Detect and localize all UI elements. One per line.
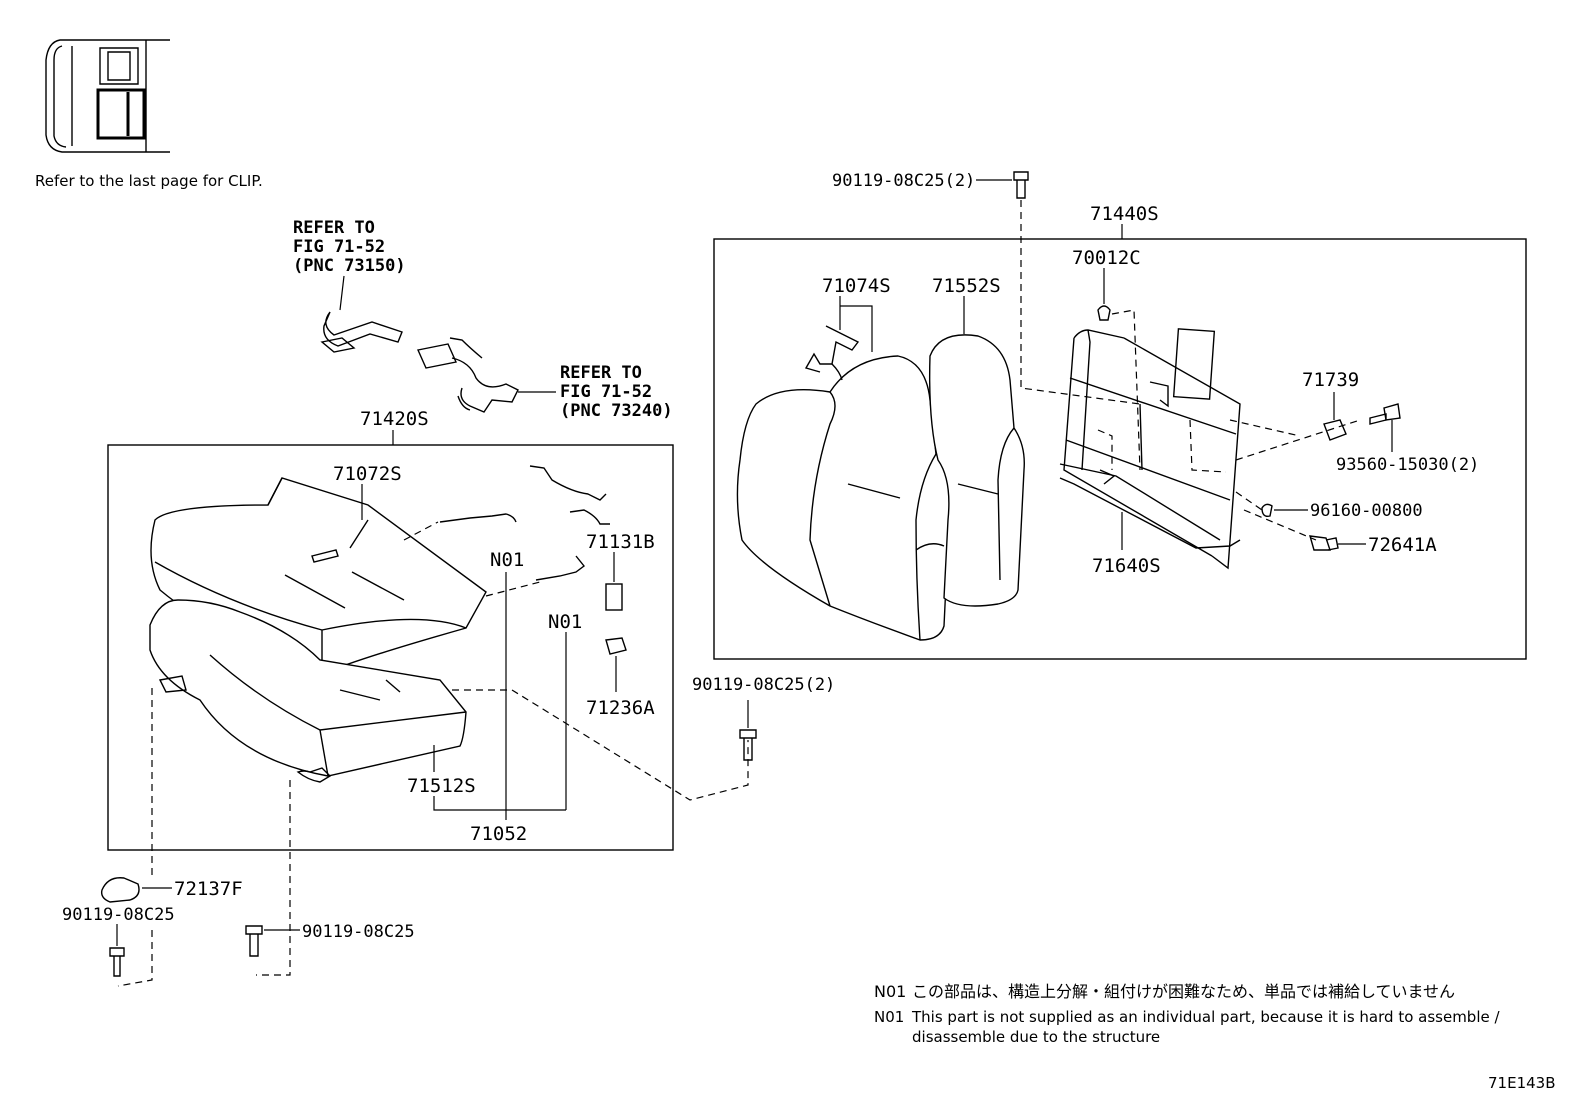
part-96160 bbox=[1261, 503, 1273, 518]
n01-jp-text: この部品は、構造上分解・組付けが困難なため、単品では補給していません bbox=[912, 982, 1455, 1001]
seatback-assembly-frame bbox=[713, 238, 1527, 660]
label-71440S: 71440S bbox=[1090, 203, 1159, 225]
vehicle-location-thumbnail bbox=[45, 39, 170, 153]
svg-text:(PNC 73150): (PNC 73150) bbox=[293, 256, 406, 276]
cushion-leg-bracket-front bbox=[158, 675, 187, 693]
seatback-cover bbox=[736, 355, 951, 641]
cushion-assembly-frame bbox=[107, 444, 674, 851]
svg-text:REFER TO: REFER TO bbox=[560, 363, 642, 383]
label-72137F: 72137F bbox=[174, 878, 243, 900]
label-93560: 93560-15030(2) bbox=[1336, 455, 1479, 475]
label-bolt-b: 90119-08C25 bbox=[302, 922, 415, 942]
label-bolt-c: 90119-08C25(2) bbox=[692, 675, 835, 695]
label-bolt-d: 90119-08C25(2) bbox=[832, 171, 975, 191]
part-72641A bbox=[1309, 535, 1339, 551]
clip-note: Refer to the last page for CLIP. bbox=[35, 172, 263, 190]
figure-code: 71E143B bbox=[1488, 1074, 1556, 1092]
part-71739 bbox=[1323, 419, 1347, 441]
label-71072S: 71072S bbox=[333, 463, 402, 485]
bolt-top bbox=[1013, 171, 1029, 199]
n01-en-line2: disassemble due to the structure bbox=[912, 1028, 1160, 1046]
seatbelt-part bbox=[320, 311, 519, 413]
svg-text:(PNC 73240): (PNC 73240) bbox=[560, 401, 673, 421]
label-71420S: 71420S bbox=[360, 408, 429, 430]
n01-jp-tag: N01 bbox=[874, 982, 906, 1001]
part-71131B bbox=[605, 583, 623, 611]
svg-text:REFER TO: REFER TO bbox=[293, 218, 375, 238]
label-N01-a: N01 bbox=[490, 549, 524, 571]
refer-block-73150: REFER TO FIG 71-52 (PNC 73150) bbox=[293, 218, 406, 276]
label-71236A: 71236A bbox=[586, 697, 655, 719]
label-96160: 96160-00800 bbox=[1310, 501, 1423, 521]
part-71074S bbox=[804, 325, 860, 381]
cushion-leg-bracket-rear bbox=[296, 767, 332, 783]
wire-harness-sensor bbox=[439, 465, 610, 581]
n01-en-tag: N01 bbox=[874, 1008, 904, 1026]
bolt-left bbox=[109, 947, 125, 977]
n01-en-line1: This part is not supplied as an individu… bbox=[911, 1008, 1500, 1026]
label-bolt-a: 90119-08C25 bbox=[62, 905, 175, 925]
bolt-middle bbox=[245, 925, 263, 957]
part-72137F bbox=[100, 877, 140, 903]
svg-text:FIG 71-52: FIG 71-52 bbox=[293, 237, 385, 257]
label-71640S: 71640S bbox=[1092, 555, 1161, 577]
label-71074S: 71074S bbox=[822, 275, 891, 297]
svg-text:FIG 71-52: FIG 71-52 bbox=[560, 382, 652, 402]
seatback-pad bbox=[928, 334, 1025, 607]
label-71739: 71739 bbox=[1302, 369, 1359, 391]
part-93560 bbox=[1369, 403, 1401, 425]
label-71552S: 71552S bbox=[932, 275, 1001, 297]
bolt-center bbox=[739, 729, 757, 761]
label-N01-b: N01 bbox=[548, 611, 582, 633]
label-71131B: 71131B bbox=[586, 531, 655, 553]
refer-block-73240: REFER TO FIG 71-52 (PNC 73240) bbox=[560, 363, 673, 421]
label-70012C: 70012C bbox=[1072, 247, 1141, 269]
seatback-frame bbox=[1059, 328, 1241, 570]
part-70012C bbox=[1097, 305, 1111, 321]
label-71512S: 71512S bbox=[407, 775, 476, 797]
label-72641A: 72641A bbox=[1368, 534, 1437, 556]
cushion-pad bbox=[149, 599, 467, 777]
label-71052: 71052 bbox=[470, 823, 527, 845]
part-71236A bbox=[605, 637, 627, 655]
